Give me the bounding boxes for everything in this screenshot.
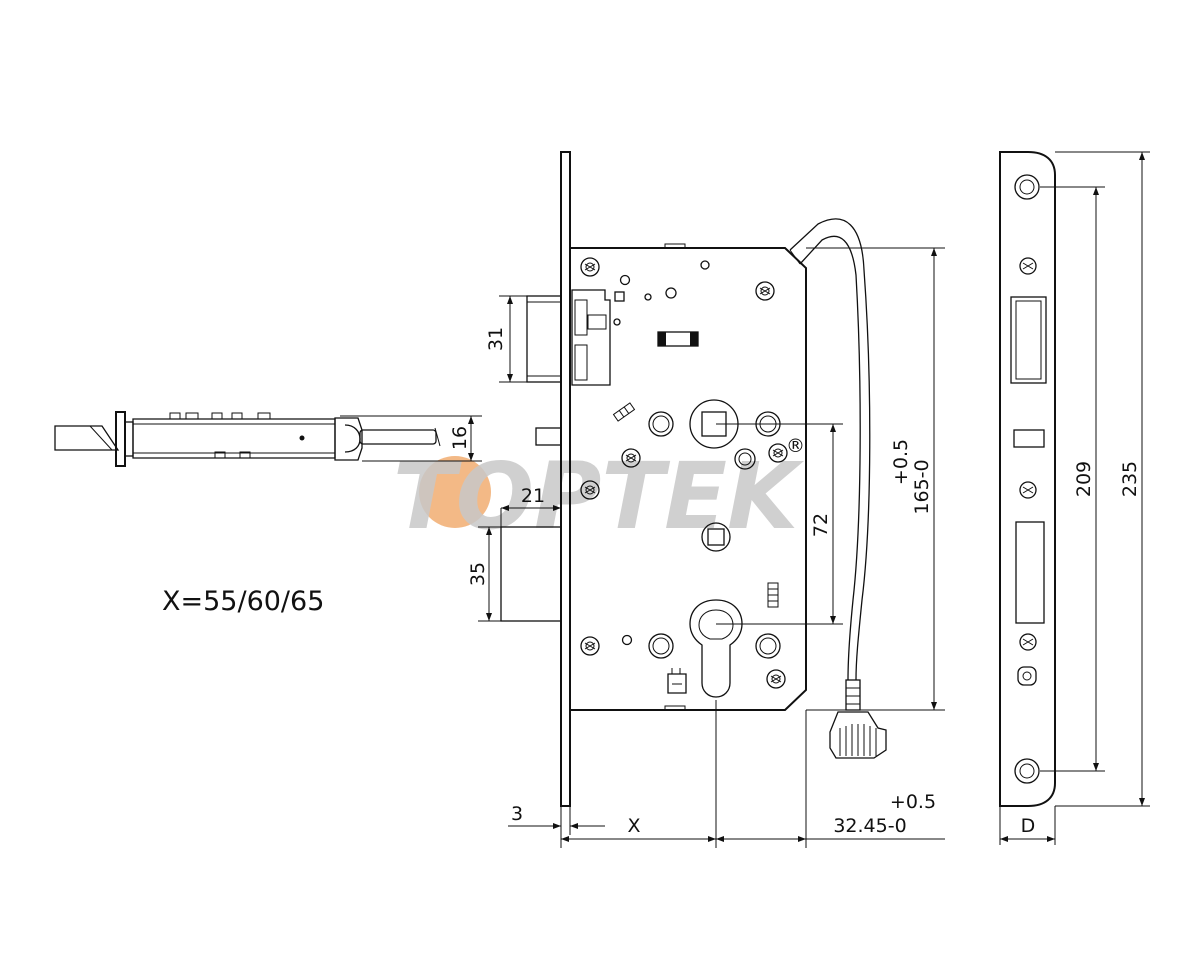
dim-deadbolt-throw: 21 [521, 485, 545, 507]
watermark-registered: ® [786, 435, 805, 457]
dim-body-height-tol: +0.5 [890, 439, 912, 485]
front-view: 31 21 35 72 +0.5 165-0 [467, 151, 945, 848]
deadbolt [500, 526, 562, 622]
backset-formula: X=55/60/65 [162, 586, 324, 617]
latch-stub [535, 427, 562, 446]
wire-connector [829, 711, 887, 759]
case-screws [580, 257, 788, 689]
dim-faceplate-length: 235 [1119, 461, 1141, 497]
side-handle [54, 425, 120, 451]
watermark-accent [419, 456, 491, 528]
dim-latch-height: 16 [449, 426, 471, 450]
dim-bolt-height: 31 [485, 327, 507, 351]
side-flange [115, 411, 126, 467]
watermark-text: TOPTEK [393, 443, 804, 550]
watermark-logo: TOPTEK ® [393, 435, 805, 550]
dim-faceplate-thickness: 3 [511, 803, 523, 825]
dim-center-distance: 72 [810, 513, 832, 537]
side-view: 16 [54, 411, 482, 467]
side-body [132, 418, 336, 459]
side-latch [359, 429, 437, 445]
faceplate-view: 209 235 D [999, 151, 1150, 845]
dim-screw-spacing: 209 [1073, 461, 1095, 497]
upper-bolt [526, 295, 562, 383]
dim-body-depth: 32.45-0 [833, 815, 906, 837]
lock-case [569, 247, 807, 711]
faceplate [999, 151, 1056, 807]
dim-deadbolt-height: 35 [467, 562, 489, 586]
dim-faceplate-width: D [1021, 815, 1036, 837]
wire-cable [789, 218, 871, 681]
dim-body-height: 165-0 [911, 459, 933, 514]
cylinder-hole [689, 599, 743, 698]
dim-backset: X [627, 815, 640, 837]
thumbturn-hub [701, 522, 731, 552]
dim-body-depth-tol: +0.5 [890, 791, 936, 813]
